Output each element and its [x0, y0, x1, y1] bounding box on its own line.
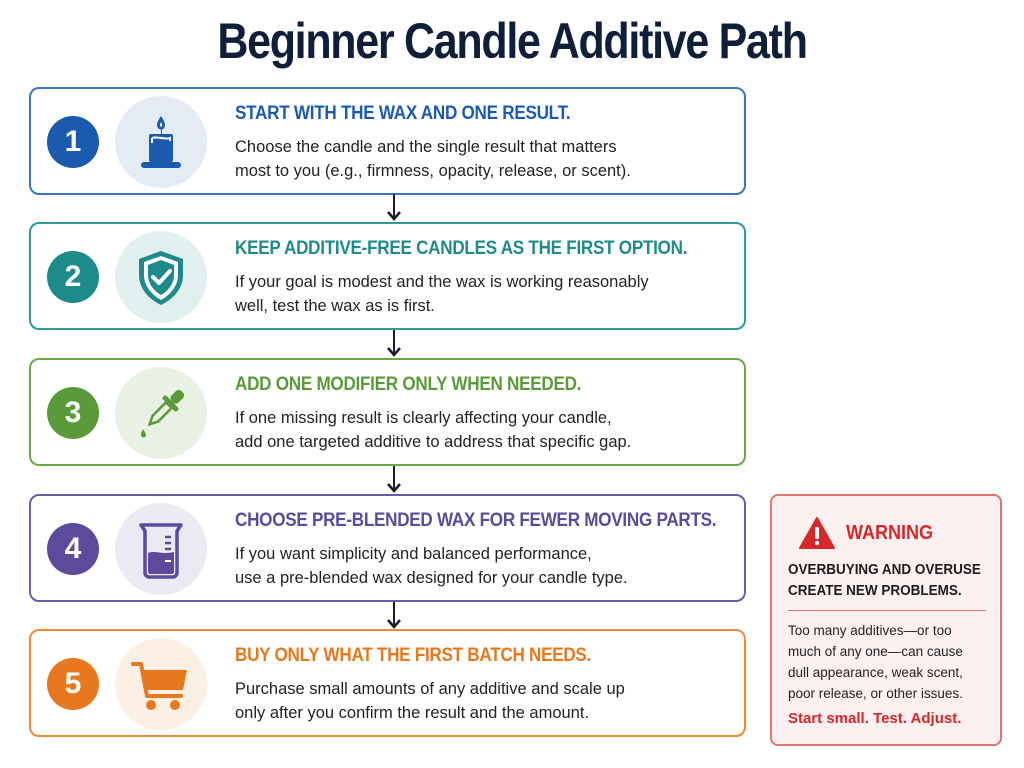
step-heading: ADD ONE MODIFIER ONLY WHEN NEEDED.: [235, 374, 582, 395]
warning-footer: Start small. Test. Adjust.: [788, 710, 962, 727]
candle-icon: [115, 96, 207, 188]
step-description: If you want simplicity and balanced perf…: [235, 542, 628, 590]
step-heading: KEEP ADDITIVE-FREE CANDLES AS THE FIRST …: [235, 238, 688, 259]
warning-body-line: dull appearance, weak scent,: [788, 665, 963, 680]
step-description-line: only after you confirm the result and th…: [235, 704, 590, 722]
shopping-cart-icon: [115, 638, 207, 730]
warning-box: WARNING OVERBUYING AND OVERUSE CREATE NE…: [770, 494, 1002, 746]
step-description-line: If your goal is modest and the wax is wo…: [235, 273, 649, 291]
shield-check-icon: [115, 231, 207, 323]
step-5-card: 5 BUY ONLY WHAT THE FIRST BATCH NEEDS. P…: [29, 629, 746, 737]
warning-title: WARNING: [846, 521, 934, 544]
step-description-line: use a pre-blended wax designed for your …: [235, 569, 628, 587]
step-4-card: 4 CHOOSE PRE-BLENDED WAX FOR FEWER MOVIN…: [29, 494, 746, 602]
divider: [788, 610, 986, 611]
step-description-line: most to you (e.g., firmness, opacity, re…: [235, 162, 631, 180]
step-number-badge: 3: [47, 387, 99, 439]
step-number-badge: 5: [47, 658, 99, 710]
warning-body-line: Too many additives—or too: [788, 623, 952, 638]
warning-subtitle-line: OVERBUYING AND OVERUSE: [788, 562, 981, 578]
step-description-line: well, test the wax as is first.: [235, 297, 435, 315]
step-description-line: Purchase small amounts of any additive a…: [235, 680, 625, 698]
step-description: If your goal is modest and the wax is wo…: [235, 270, 649, 318]
step-description: If one missing result is clearly affecti…: [235, 406, 631, 454]
warning-body-line: poor release, or other issues.: [788, 686, 963, 701]
step-number-badge: 1: [47, 116, 99, 168]
step-description: Choose the candle and the single result …: [235, 135, 631, 183]
step-number-badge: 4: [47, 523, 99, 575]
step-description: Purchase small amounts of any additive a…: [235, 677, 625, 725]
arrow-down-icon: [387, 330, 401, 357]
arrow-down-icon: [387, 194, 401, 221]
arrow-down-icon: [387, 466, 401, 493]
warning-subtitle-line: CREATE NEW PROBLEMS.: [788, 583, 962, 599]
warning-body: Too many additives—or too much of any on…: [788, 620, 998, 704]
warning-triangle-icon: [799, 517, 835, 549]
page-title: Beginner Candle Additive Path: [217, 13, 808, 69]
step-3-card: 3 ADD ONE MODIFIER ONLY WHEN NEEDED. If …: [29, 358, 746, 466]
step-1-card: 1 START WITH THE WAX AND ONE RESULT. Cho…: [29, 87, 746, 195]
warning-body-line: much of any one—can cause: [788, 644, 963, 659]
step-number-badge: 2: [47, 251, 99, 303]
step-description-line: Choose the candle and the single result …: [235, 138, 617, 156]
step-heading: CHOOSE PRE-BLENDED WAX FOR FEWER MOVING …: [235, 510, 717, 531]
dropper-icon: [115, 367, 207, 459]
step-description-line: If one missing result is clearly affecti…: [235, 409, 612, 427]
step-description-line: If you want simplicity and balanced perf…: [235, 545, 592, 563]
warning-subtitle: OVERBUYING AND OVERUSE CREATE NEW PROBLE…: [788, 560, 981, 602]
step-description-line: add one targeted additive to address tha…: [235, 433, 632, 451]
step-2-card: 2 KEEP ADDITIVE-FREE CANDLES AS THE FIRS…: [29, 222, 746, 330]
step-heading: START WITH THE WAX AND ONE RESULT.: [235, 103, 571, 124]
beaker-icon: [115, 503, 207, 595]
arrow-down-icon: [387, 602, 401, 629]
step-heading: BUY ONLY WHAT THE FIRST BATCH NEEDS.: [235, 645, 592, 666]
